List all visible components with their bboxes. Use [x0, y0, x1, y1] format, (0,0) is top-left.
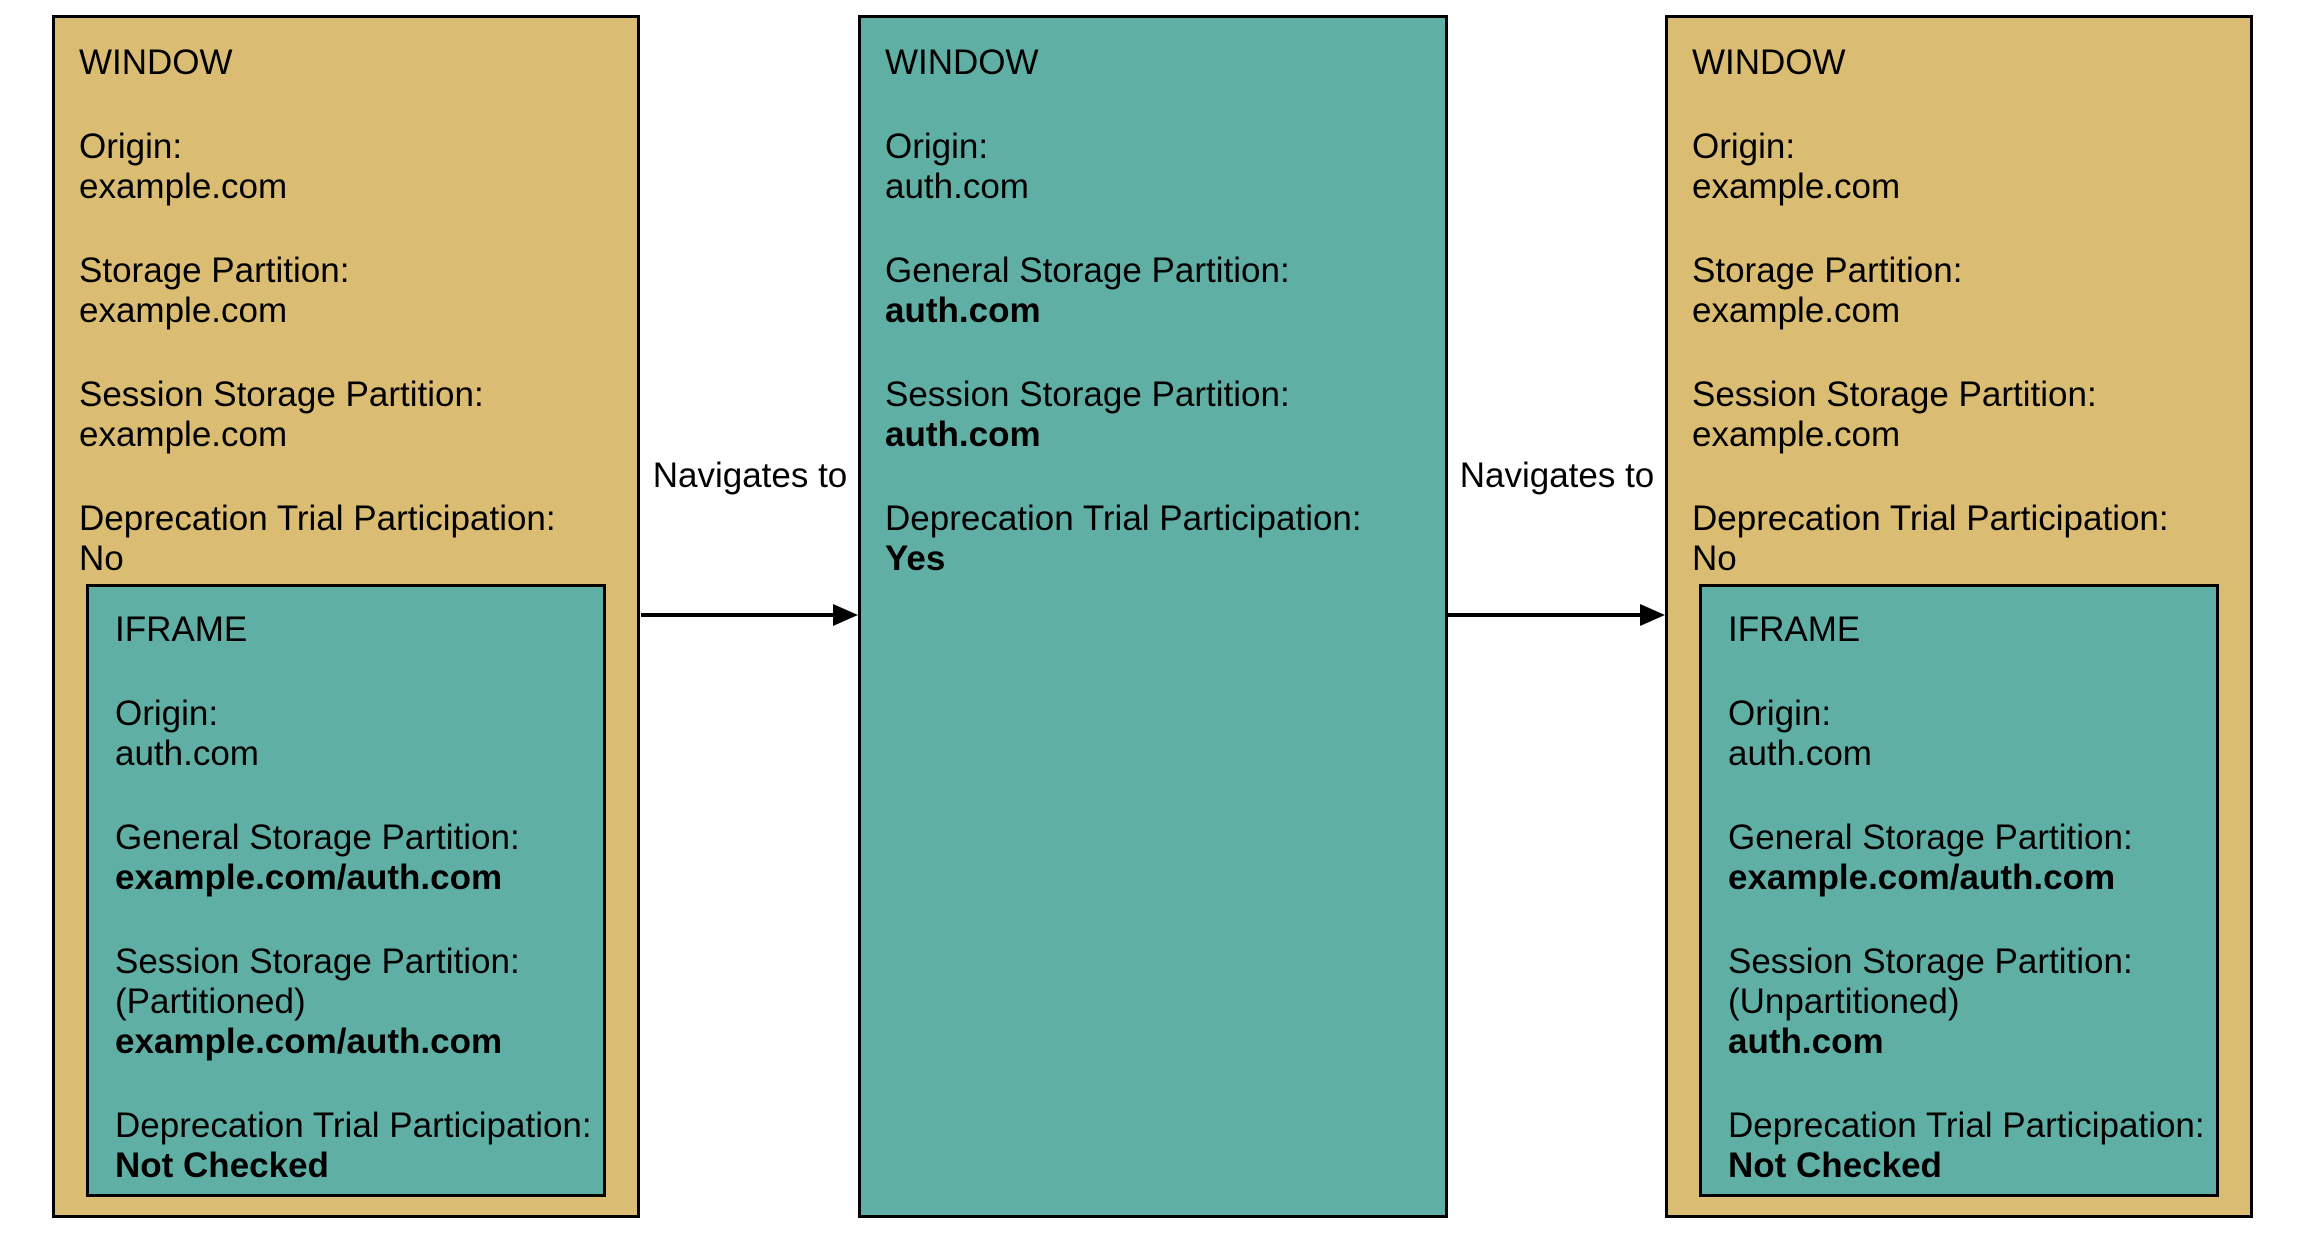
- window-title: WINDOW: [79, 43, 233, 82]
- field-value: auth.com: [1728, 734, 1872, 773]
- field-value: auth.com: [885, 415, 1041, 454]
- field-label: Session Storage Partition:: [885, 375, 1290, 414]
- window-node-3: WINDOW Origin: example.com Storage Parti…: [1665, 15, 2253, 1218]
- field-value: example.com: [1692, 291, 1901, 330]
- field-label: Origin:: [79, 127, 183, 166]
- window-title: WINDOW: [1692, 43, 1846, 82]
- field-general-storage-partition: General Storage Partition: example.com/a…: [1728, 818, 2202, 898]
- iframe-node-1: IFRAME Origin: auth.com General Storage …: [86, 584, 606, 1197]
- arrow-label: Navigates to: [652, 456, 848, 495]
- field-label: Origin:: [1692, 127, 1796, 166]
- field-session-storage-partition: Session Storage Partition: example.com: [1692, 375, 2232, 455]
- field-label: Storage Partition:: [79, 251, 350, 290]
- iframe-node-3: IFRAME Origin: auth.com General Storage …: [1699, 584, 2219, 1197]
- field-origin: Origin: auth.com: [115, 694, 589, 774]
- field-value: auth.com: [885, 167, 1029, 206]
- field-storage-partition: Storage Partition: example.com: [79, 251, 619, 331]
- field-general-storage-partition: General Storage Partition: auth.com: [885, 251, 1427, 331]
- field-note: (Partitioned): [115, 982, 306, 1021]
- field-label: Deprecation Trial Participation:: [115, 1106, 592, 1145]
- window-node-2: WINDOW Origin: auth.com General Storage …: [858, 15, 1448, 1218]
- field-value: auth.com: [115, 734, 259, 773]
- field-label: Deprecation Trial Participation:: [1728, 1106, 2205, 1145]
- arrow-line: [641, 613, 833, 617]
- field-value: Not Checked: [1728, 1146, 1942, 1185]
- field-label: Session Storage Partition:: [115, 942, 520, 981]
- field-value: example.com/auth.com: [115, 1022, 503, 1061]
- field-origin: Origin: example.com: [79, 127, 619, 207]
- field-label: Session Storage Partition:: [1692, 375, 2097, 414]
- field-label: General Storage Partition:: [1728, 818, 2133, 857]
- field-label: Origin:: [1728, 694, 1832, 733]
- arrow-line: [1448, 613, 1640, 617]
- arrowhead-icon: [1640, 604, 1665, 626]
- field-label: Storage Partition:: [1692, 251, 1963, 290]
- iframe-title: IFRAME: [115, 610, 248, 649]
- field-session-storage-partition: Session Storage Partition: example.com: [79, 375, 619, 455]
- field-origin: Origin: auth.com: [885, 127, 1427, 207]
- field-value: example.com: [79, 167, 288, 206]
- field-value: auth.com: [885, 291, 1041, 330]
- field-note: (Unpartitioned): [1728, 982, 1960, 1021]
- field-label: Deprecation Trial Participation:: [885, 499, 1362, 538]
- field-label: Session Storage Partition:: [79, 375, 484, 414]
- field-value: Not Checked: [115, 1146, 329, 1185]
- field-deprecation-trial: Deprecation Trial Participation: Yes: [885, 499, 1427, 579]
- window-title: WINDOW: [885, 43, 1039, 82]
- field-label: Deprecation Trial Participation:: [79, 499, 556, 538]
- field-value: example.com/auth.com: [115, 858, 503, 897]
- field-session-storage-partition: Session Storage Partition: (Partitioned)…: [115, 942, 589, 1062]
- field-label: General Storage Partition:: [115, 818, 520, 857]
- field-value: example.com: [1692, 167, 1901, 206]
- field-storage-partition: Storage Partition: example.com: [1692, 251, 2232, 331]
- iframe-title: IFRAME: [1728, 610, 1861, 649]
- field-deprecation-trial: Deprecation Trial Participation: No: [79, 499, 619, 579]
- field-value: Yes: [885, 539, 946, 578]
- field-origin: Origin: auth.com: [1728, 694, 2202, 774]
- field-value: No: [79, 539, 124, 578]
- field-label: Origin:: [115, 694, 219, 733]
- field-value: example.com: [79, 291, 288, 330]
- arrowhead-icon: [833, 604, 858, 626]
- field-deprecation-trial: Deprecation Trial Participation: Not Che…: [1728, 1106, 2205, 1186]
- field-value: auth.com: [1728, 1022, 1884, 1061]
- field-origin: Origin: example.com: [1692, 127, 2232, 207]
- arrow-label: Navigates to: [1459, 456, 1655, 495]
- field-value: example.com: [1692, 415, 1901, 454]
- field-deprecation-trial: Deprecation Trial Participation: Not Che…: [115, 1106, 592, 1186]
- field-value: No: [1692, 539, 1737, 578]
- field-label: Session Storage Partition:: [1728, 942, 2133, 981]
- field-session-storage-partition: Session Storage Partition: auth.com: [885, 375, 1427, 455]
- field-label: Deprecation Trial Participation:: [1692, 499, 2169, 538]
- window-node-1: WINDOW Origin: example.com Storage Parti…: [52, 15, 640, 1218]
- field-session-storage-partition: Session Storage Partition: (Unpartitione…: [1728, 942, 2202, 1062]
- field-value: example.com/auth.com: [1728, 858, 2116, 897]
- field-general-storage-partition: General Storage Partition: example.com/a…: [115, 818, 589, 898]
- field-label: General Storage Partition:: [885, 251, 1290, 290]
- field-deprecation-trial: Deprecation Trial Participation: No: [1692, 499, 2232, 579]
- field-value: example.com: [79, 415, 288, 454]
- field-label: Origin:: [885, 127, 989, 166]
